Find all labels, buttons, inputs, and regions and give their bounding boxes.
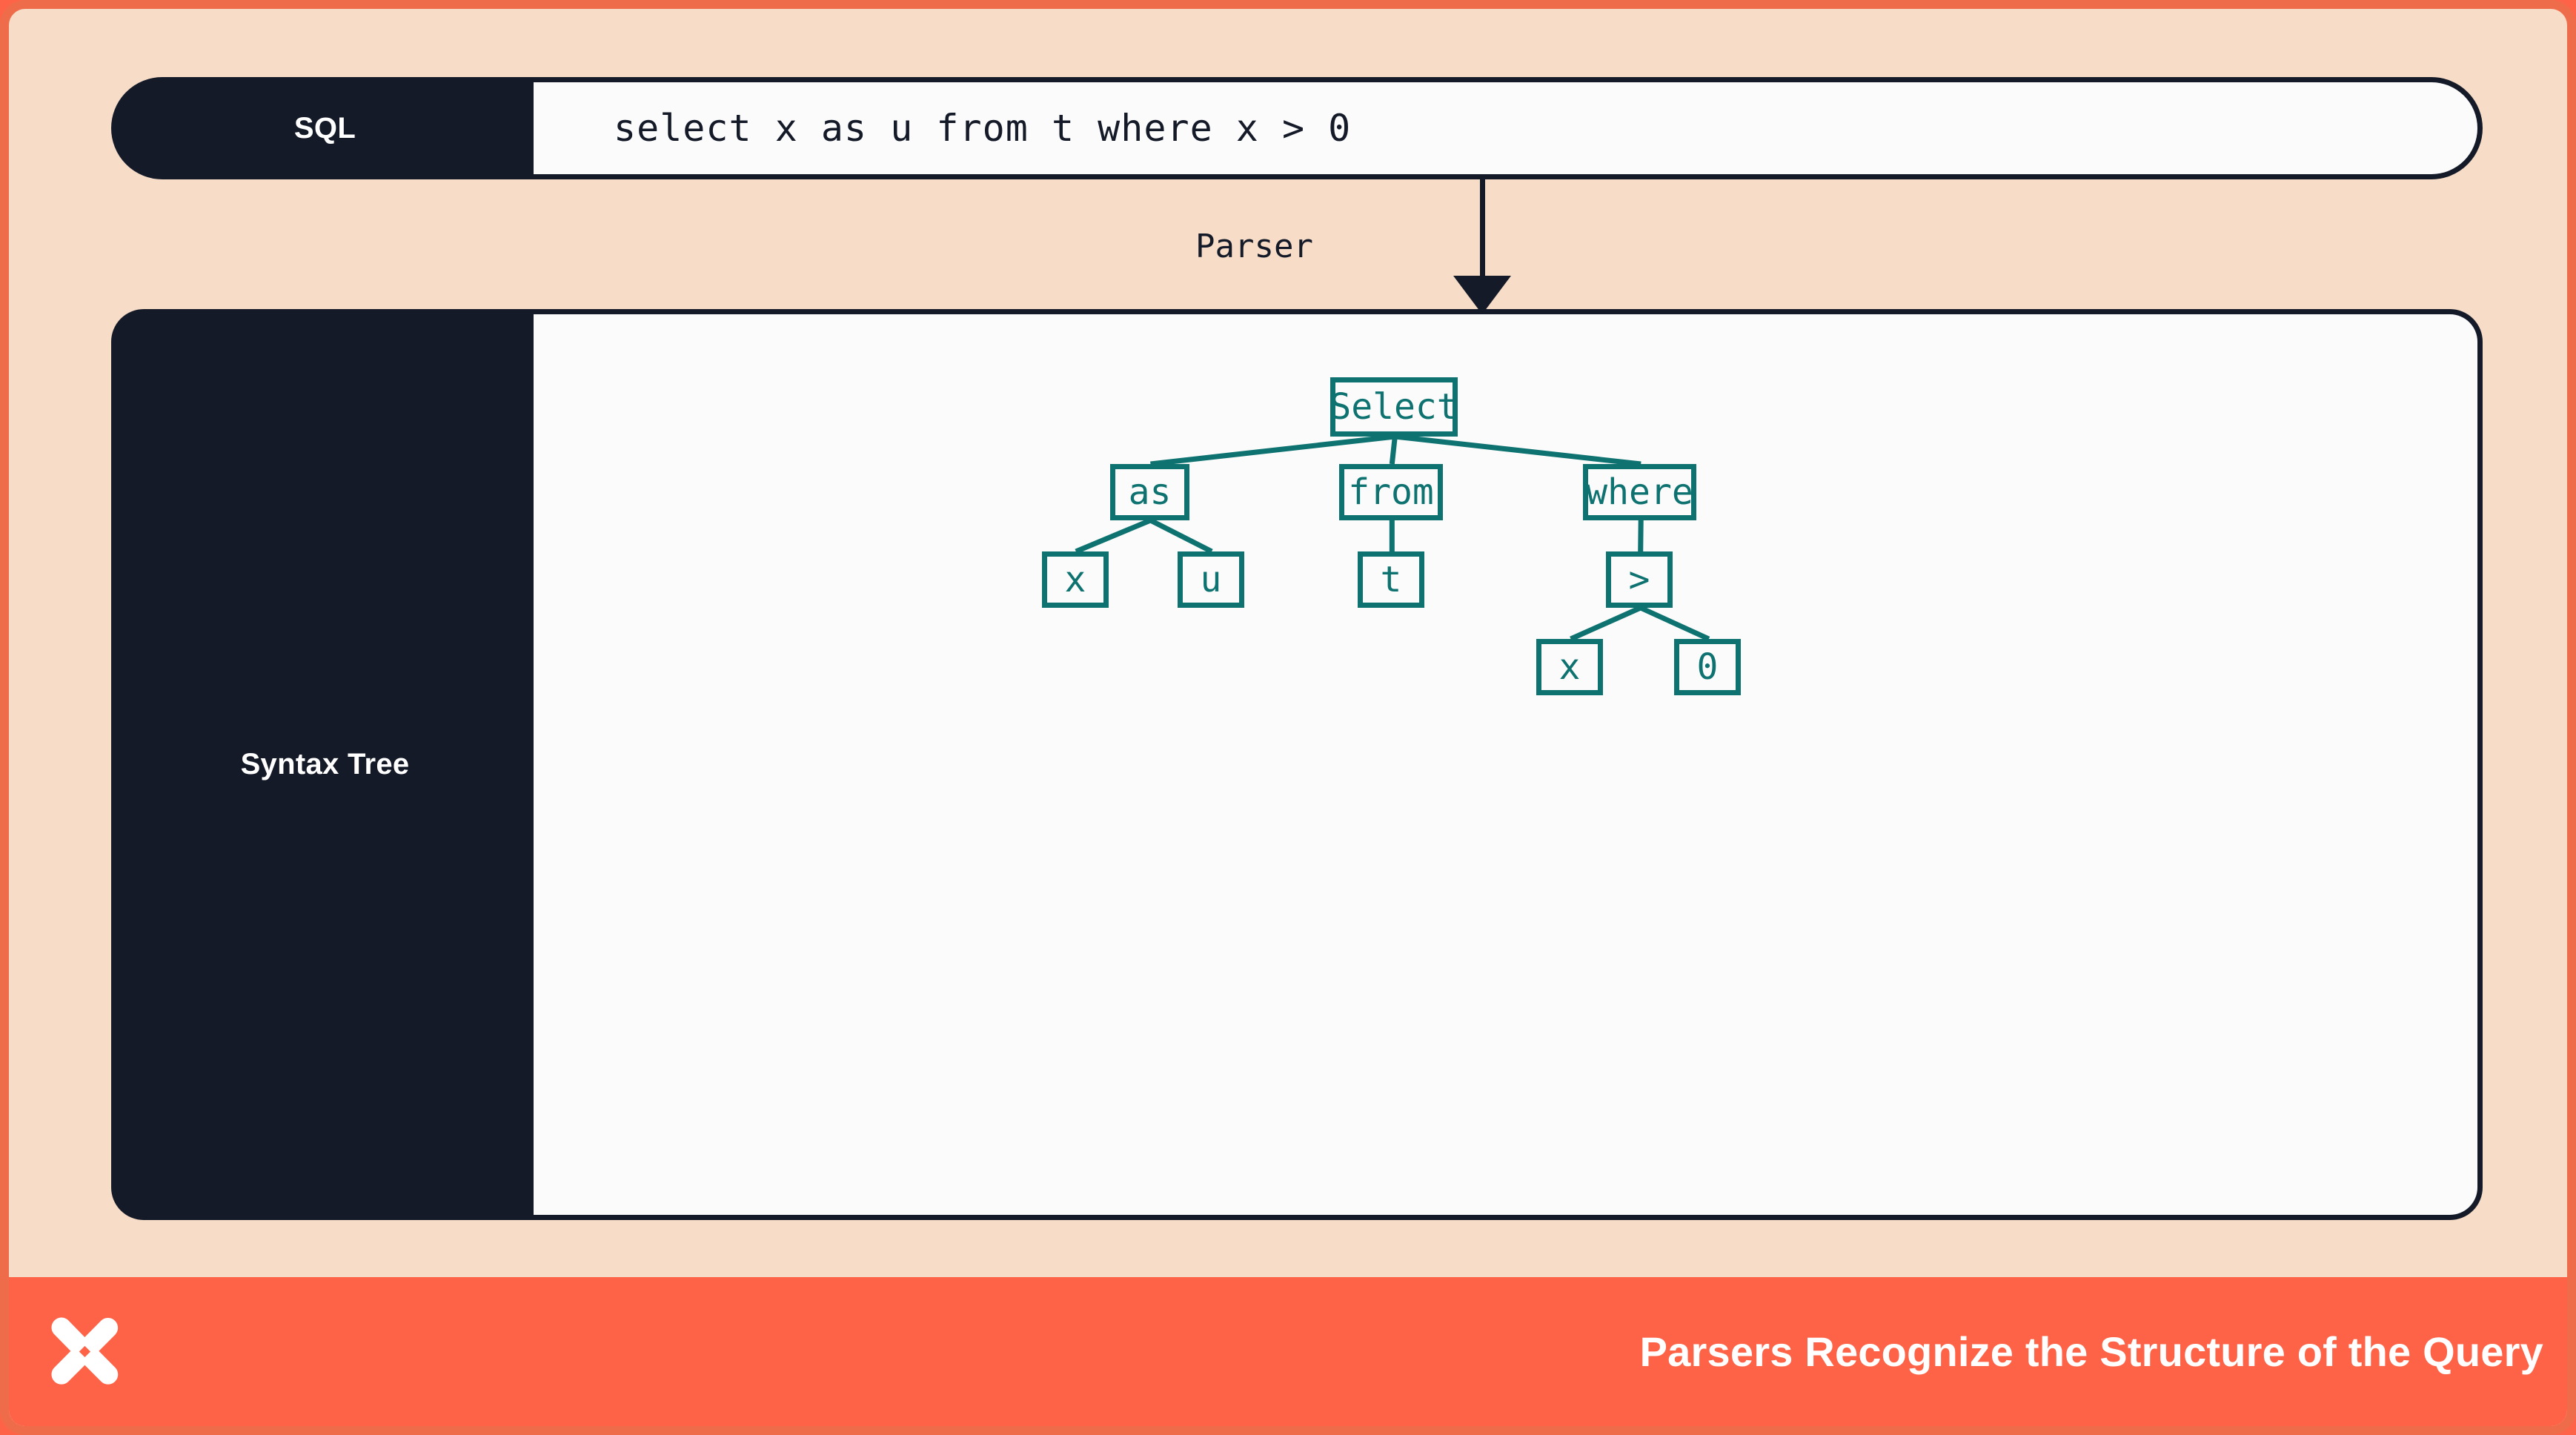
tree-node-gt[interactable]: > (1606, 551, 1673, 608)
tree-node-as[interactable]: as (1110, 464, 1189, 520)
sql-query-text[interactable]: select x as u from t where x > 0 (534, 82, 2477, 174)
syntax-tree-panel: Syntax Tree Select as from where x u t > x 0 (111, 309, 2483, 1220)
x-mark-logo-icon (51, 1317, 119, 1385)
syntax-tree-edges (1075, 434, 1710, 642)
tree-node-from[interactable]: from (1339, 464, 1443, 520)
tree-node-label: t (1380, 559, 1402, 600)
tree-node-as-u[interactable]: u (1178, 551, 1244, 608)
sql-row-label: SQL (116, 82, 534, 174)
tree-edge-select-to-from (1389, 436, 1398, 465)
tree-node-select[interactable]: Select (1330, 377, 1458, 437)
footer-caption: Parsers Recognize the Structure of the Q… (1639, 1328, 2543, 1375)
tree-node-label: > (1628, 559, 1650, 600)
tree-node-gt-0[interactable]: 0 (1674, 639, 1741, 695)
tree-edge-as-to-as-u (1149, 517, 1213, 554)
tree-node-label: from (1348, 471, 1434, 513)
tree-node-as-x[interactable]: x (1042, 551, 1109, 608)
arrow-head (1453, 276, 1511, 314)
tree-node-label: u (1200, 559, 1222, 600)
tree-node-label: x (1558, 646, 1581, 688)
tree-edge-select-to-where (1394, 434, 1641, 467)
tree-edge-gt-to-gt-x (1570, 605, 1642, 642)
sql-input-row: SQL select x as u from t where x > 0 (111, 77, 2483, 179)
tree-node-label: as (1128, 471, 1172, 513)
tree-node-label: x (1064, 559, 1086, 600)
down-arrow-icon (1453, 179, 1511, 314)
tree-edge-gt-to-gt-0 (1639, 605, 1710, 642)
syntax-tree-label: Syntax Tree (116, 314, 534, 1215)
arrow-shaft (1480, 179, 1485, 289)
parser-label: Parser (1195, 228, 1313, 265)
tree-edge-as-to-as-x (1075, 517, 1152, 554)
tree-edge-select-to-as (1150, 434, 1395, 467)
tree-node-label: Select (1330, 386, 1458, 428)
footer-bar: Parsers Recognize the Structure of the Q… (9, 1277, 2567, 1426)
tree-node-gt-x[interactable]: x (1536, 639, 1603, 695)
tree-node-label: where (1586, 471, 1693, 513)
syntax-tree-canvas: Select as from where x u t > x 0 (534, 314, 2477, 1215)
tree-node-where[interactable]: where (1583, 464, 1696, 520)
tree-node-from-t[interactable]: t (1358, 551, 1424, 608)
tree-node-label: 0 (1696, 646, 1719, 688)
